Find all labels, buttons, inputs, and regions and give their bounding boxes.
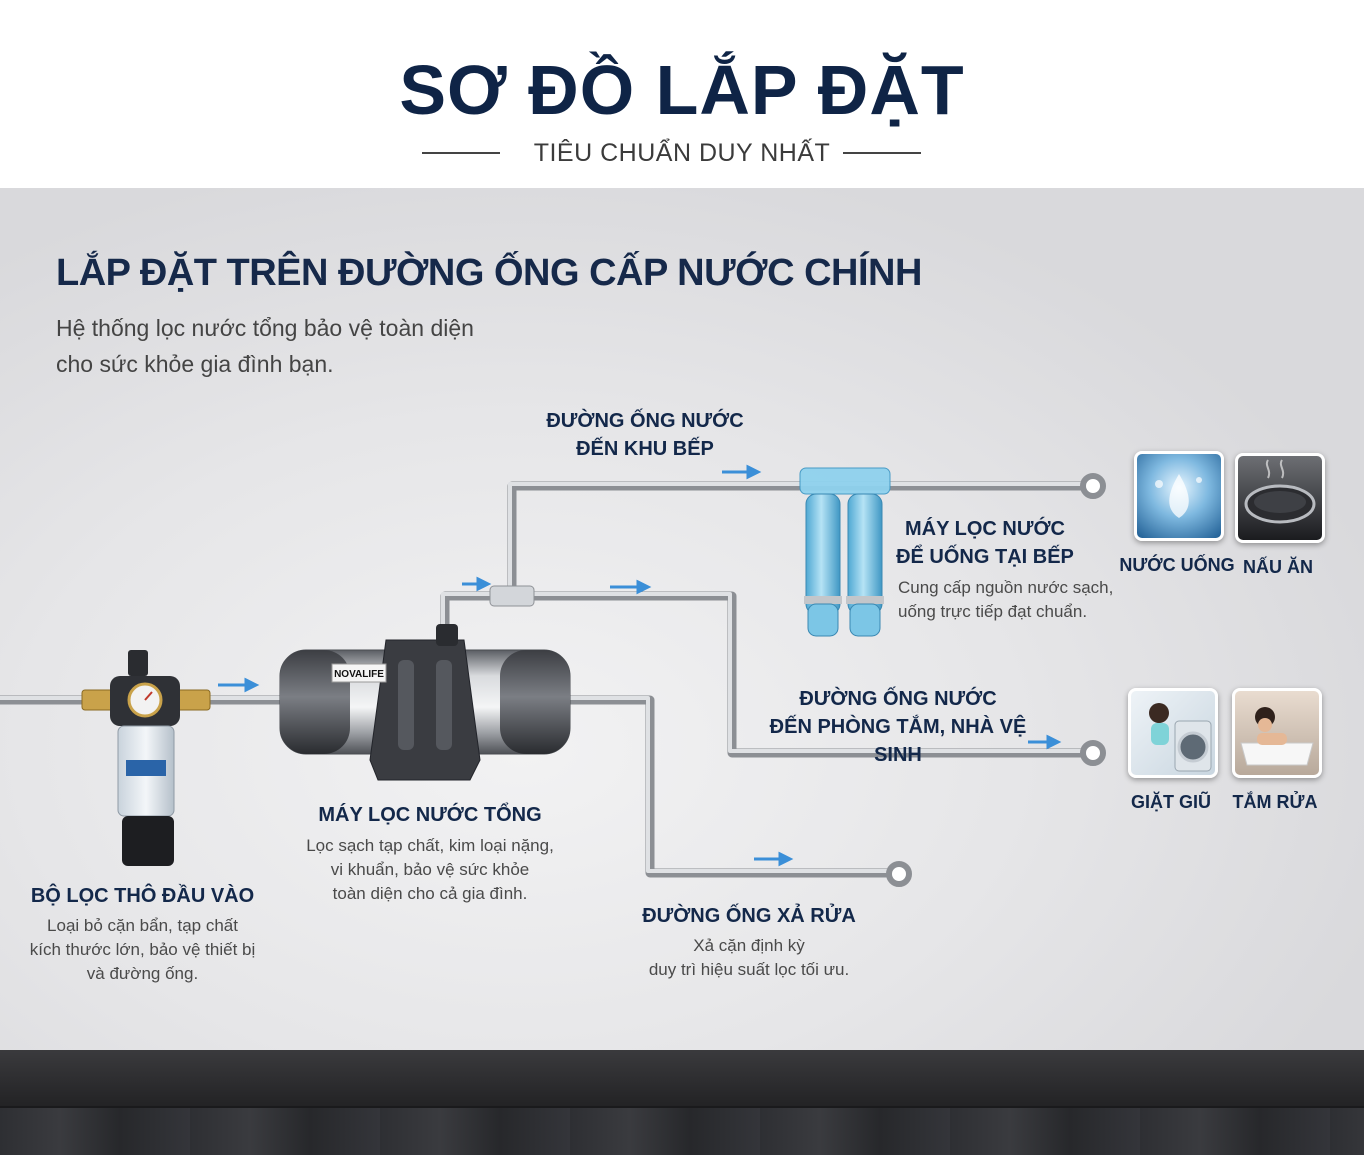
prefilter-label: BỘ LỌC THÔ ĐẦU VÀO (30, 885, 255, 907)
main-filter-description: Lọc sạch tạp chất, kim loại nặng, vi khu… (306, 836, 554, 903)
brand-label: NOVALIFE (334, 669, 384, 680)
subtitle-rule-right (843, 152, 921, 154)
main-filter-label: MÁY LỌC NƯỚC TỔNG (318, 804, 542, 826)
section-title: LẮP ĐẶT TRÊN ĐƯỜNG ỐNG CẤP NƯỚC CHÍNH (56, 252, 922, 294)
bathing-image (1232, 688, 1322, 778)
section-description: Hệ thống lọc nước tổng bảo vệ toàn diện … (56, 310, 536, 382)
wood-floor (0, 1106, 1364, 1155)
main-filter-device: NOVALIFE (279, 624, 571, 781)
bathing-caption: TẮM RỬA (1232, 792, 1318, 812)
cooking-pot-icon (1244, 459, 1316, 524)
section-desc-line-2: cho sức khỏe gia đình bạn. (56, 351, 334, 377)
laundry-image (1128, 688, 1218, 778)
section-desc-line-1: Hệ thống lọc nước tổng bảo vệ toàn diện (56, 315, 474, 341)
washing-machine-icon (1149, 703, 1212, 772)
prefilter-device (81, 650, 211, 866)
kitchen-filter-device (799, 467, 891, 637)
drain-line-description: Xả cặn định kỳ duy trì hiệu suất lọc tối… (648, 936, 850, 979)
kitchen-line-label: ĐƯỜNG ỐNG NƯỚC ĐẾN KHU BẾP (546, 410, 744, 460)
tee-fitting (489, 585, 535, 607)
arrow-right-icon (462, 576, 492, 592)
arrow-right-icon (218, 677, 260, 693)
wall-background (0, 188, 1364, 1050)
page-title: SƠ ĐỒ LẮP ĐẶT (399, 51, 965, 129)
drain-line-label: ĐƯỜNG ỐNG XẢ RỬA (642, 905, 856, 927)
kitchen-filter-description: Cung cấp nguồn nước sạch, uống trực tiếp… (898, 578, 1114, 621)
bathtub-icon (1240, 707, 1314, 766)
header: SƠ ĐỒ LẮP ĐẶT TIÊU CHUẨN DUY NHẤT (0, 0, 1364, 188)
pipe-end-bathroom (1080, 740, 1106, 766)
arrow-right-icon (610, 579, 652, 595)
kitchen-filter-label: MÁY LỌC NƯỚC ĐỂ UỐNG TẠI BẾP (896, 518, 1074, 568)
arrow-right-icon (1028, 734, 1062, 750)
arrow-right-icon (754, 851, 794, 867)
cooking-caption: NẤU ĂN (1243, 557, 1313, 577)
baseboard (0, 1050, 1364, 1106)
pipe-end-drain (886, 861, 912, 887)
flow-arrows (218, 464, 1062, 867)
drinking-water-image (1134, 451, 1224, 541)
drinking-water-caption: NƯỚC UỐNG (1119, 555, 1235, 575)
subtitle-rule-left (422, 152, 500, 154)
pipe-end-kitchen (1080, 473, 1106, 499)
page-subtitle: TIÊU CHUẨN DUY NHẤT (533, 139, 831, 167)
cooking-image (1235, 453, 1325, 543)
water-splash-icon (1155, 474, 1202, 518)
pipe-end-caps (886, 473, 1106, 887)
bath-line-label: ĐƯỜNG ỐNG NƯỚC ĐẾN PHÒNG TẮM, NHÀ VỆ SIN… (769, 688, 1027, 766)
arrow-right-icon (722, 464, 762, 480)
prefilter-description: Loại bỏ cặn bẩn, tạp chất kích thước lớn… (29, 916, 256, 983)
laundry-caption: GIẶT GIŨ (1131, 792, 1211, 812)
